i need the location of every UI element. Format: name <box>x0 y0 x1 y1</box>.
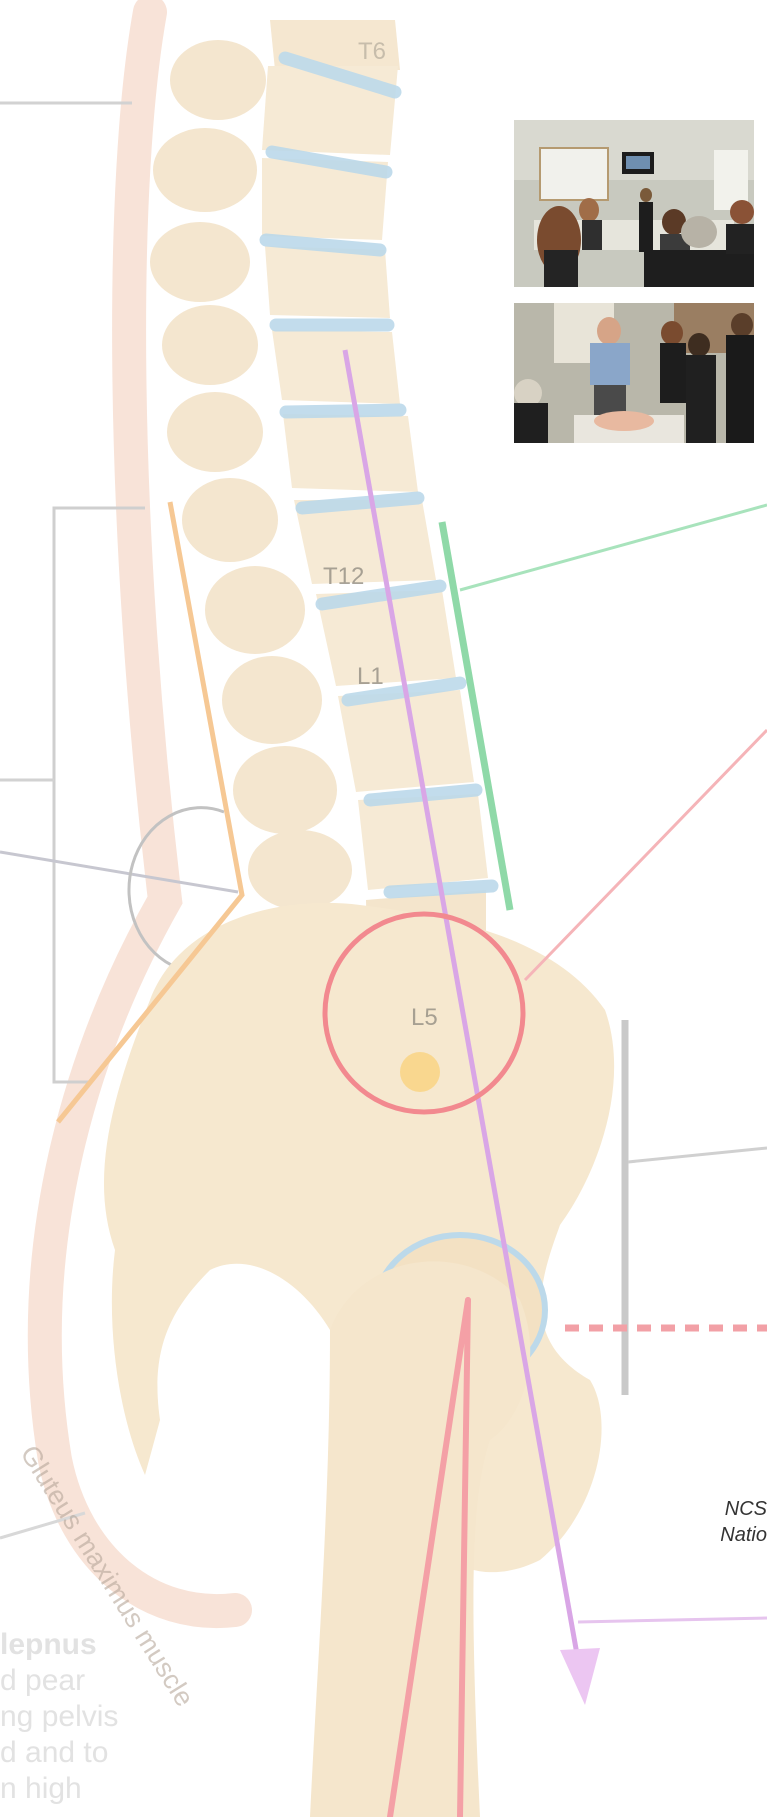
label-l1: L1 <box>357 663 384 691</box>
left-fragment-3: ng pelvis <box>0 1700 118 1734</box>
label-l5: L5 <box>411 1004 438 1032</box>
right-bracket-pointer <box>628 1148 767 1162</box>
left-fragment-4: d and to <box>0 1736 108 1770</box>
plumb-pointer <box>578 1618 767 1622</box>
caption-line-1: NCS <box>717 1498 767 1521</box>
green-pointer <box>460 505 767 590</box>
red-pointer <box>525 730 767 980</box>
label-t12: T12 <box>323 563 364 591</box>
plumb-arrowhead <box>560 1648 600 1705</box>
l5-spot <box>400 1052 440 1092</box>
label-t6: T6 <box>358 38 386 66</box>
left-fragment-5: n high <box>0 1772 82 1806</box>
left-pointer-angle <box>0 852 238 892</box>
group-demonstration-photo <box>514 303 754 443</box>
caption-line-2: Natio <box>712 1524 767 1547</box>
left-fragment-1: lepnus <box>0 1628 97 1662</box>
classroom-lecture-photo <box>514 120 754 287</box>
left-fragment-2: d pear <box>0 1664 85 1698</box>
